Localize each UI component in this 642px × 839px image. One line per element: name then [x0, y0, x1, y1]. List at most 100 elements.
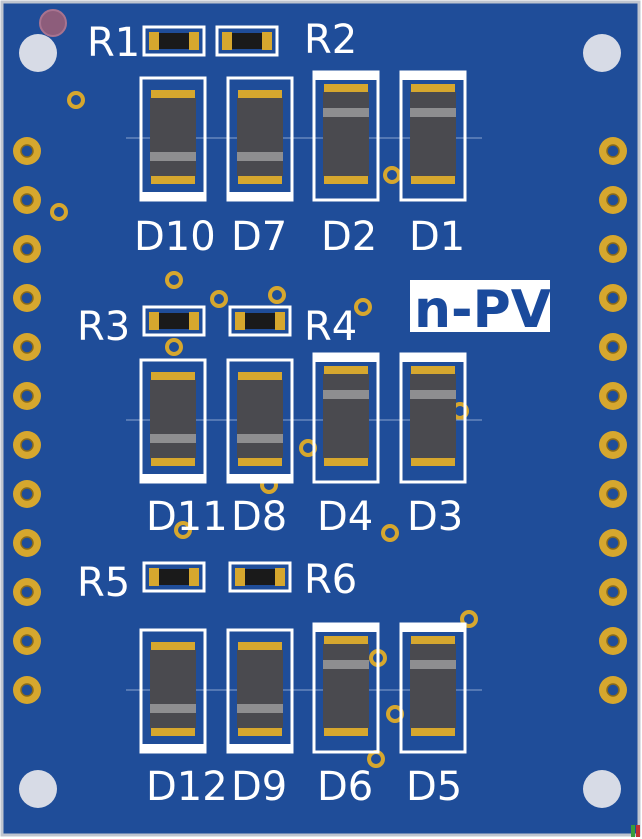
header-pin [599, 186, 627, 214]
header-pin [13, 382, 41, 410]
diode-band [410, 390, 456, 399]
header-pin [599, 676, 627, 704]
via [67, 91, 85, 109]
via [165, 338, 183, 356]
resistor-pad [275, 568, 285, 586]
resistor-pad [149, 312, 159, 330]
header-pin [599, 284, 627, 312]
diode-label: D4 [317, 494, 373, 540]
diode-label: D9 [231, 764, 287, 810]
diode-cathode-bar [141, 192, 205, 200]
resistor-body [245, 313, 275, 329]
diode-d5: D5 [399, 622, 467, 810]
via [174, 521, 192, 539]
mounting-holes [19, 9, 621, 808]
header-pin [13, 578, 41, 606]
diode-body [237, 650, 283, 728]
resistor-body [159, 313, 189, 329]
diode-d7: D7 [226, 76, 294, 260]
resistor-pad [149, 568, 159, 586]
mount-hole-top-right [583, 34, 621, 72]
resistor-r4: R4 [228, 304, 357, 350]
diode-band [410, 108, 456, 117]
diode-body [150, 98, 196, 176]
header-pin [599, 235, 627, 263]
diode-body [323, 92, 369, 176]
mount-hole-top-left [19, 34, 57, 72]
header-pin [13, 284, 41, 312]
resistor-pad [189, 568, 199, 586]
resistor-r3: R3 [77, 304, 206, 350]
header-pin [599, 137, 627, 165]
diode-body [410, 374, 456, 458]
diode-cathode-bar [401, 72, 465, 80]
diode-cathode-bar [141, 744, 205, 752]
resistor-pad [262, 32, 272, 50]
diode-d2: D2 [312, 70, 380, 260]
resistor-outline [142, 25, 206, 57]
diode-label: D10 [134, 214, 216, 260]
diode-d3: D3 [399, 352, 467, 540]
diode-d12: D12 [139, 628, 228, 810]
resistor-label: R4 [304, 304, 357, 350]
resistor-pad [235, 568, 245, 586]
resistor-body [245, 569, 275, 585]
header-pin [599, 431, 627, 459]
header-pin [599, 578, 627, 606]
diode-label: D8 [231, 494, 287, 540]
via [165, 271, 183, 289]
header-pin [599, 529, 627, 557]
diode-cathode-bar [314, 624, 378, 632]
fiducial-marker [39, 9, 67, 37]
via [50, 203, 68, 221]
resistor-r1: R1 [87, 20, 206, 66]
header-pin [13, 333, 41, 361]
resistor-label: R3 [77, 304, 130, 350]
diode-label: D3 [407, 494, 463, 540]
resistor-outline [142, 305, 206, 337]
via [381, 524, 399, 542]
right-pin-header [599, 137, 627, 704]
header-pin [13, 431, 41, 459]
resistor-pad [189, 32, 199, 50]
diode-label: D7 [231, 214, 287, 260]
diode-cathode-bar [401, 354, 465, 362]
diode-band [237, 434, 283, 443]
board-title: n-PV [414, 280, 551, 340]
header-pin [599, 627, 627, 655]
corner-mark-green [631, 825, 635, 837]
resistor-r2: R2 [215, 17, 357, 63]
resistor-label: R1 [87, 20, 140, 66]
via [354, 298, 372, 316]
diode-band [237, 152, 283, 161]
diode-band [323, 390, 369, 399]
diode-cathode-bar [141, 474, 205, 482]
mount-hole-bottom-right [583, 770, 621, 808]
diode-body [410, 644, 456, 728]
diode-body [237, 98, 283, 176]
header-pin [13, 627, 41, 655]
header-pin [13, 529, 41, 557]
diode-label: D1 [409, 214, 465, 260]
resistor-outline [215, 25, 279, 57]
header-pin [13, 137, 41, 165]
via [210, 290, 228, 308]
diode-band [323, 108, 369, 117]
header-pin [13, 186, 41, 214]
diode-body [323, 374, 369, 458]
diode-cathode-bar [228, 744, 292, 752]
resistor-r6: R6 [228, 557, 357, 603]
header-pin [599, 480, 627, 508]
diode-d4: D4 [312, 352, 380, 540]
header-pin [599, 382, 627, 410]
resistor-r5: R5 [77, 560, 206, 606]
header-pin [599, 333, 627, 361]
resistor-body [159, 569, 189, 585]
header-pin [13, 676, 41, 704]
diode-d9: D9 [226, 628, 294, 810]
diode-label: D12 [146, 764, 228, 810]
diode-band [150, 434, 196, 443]
